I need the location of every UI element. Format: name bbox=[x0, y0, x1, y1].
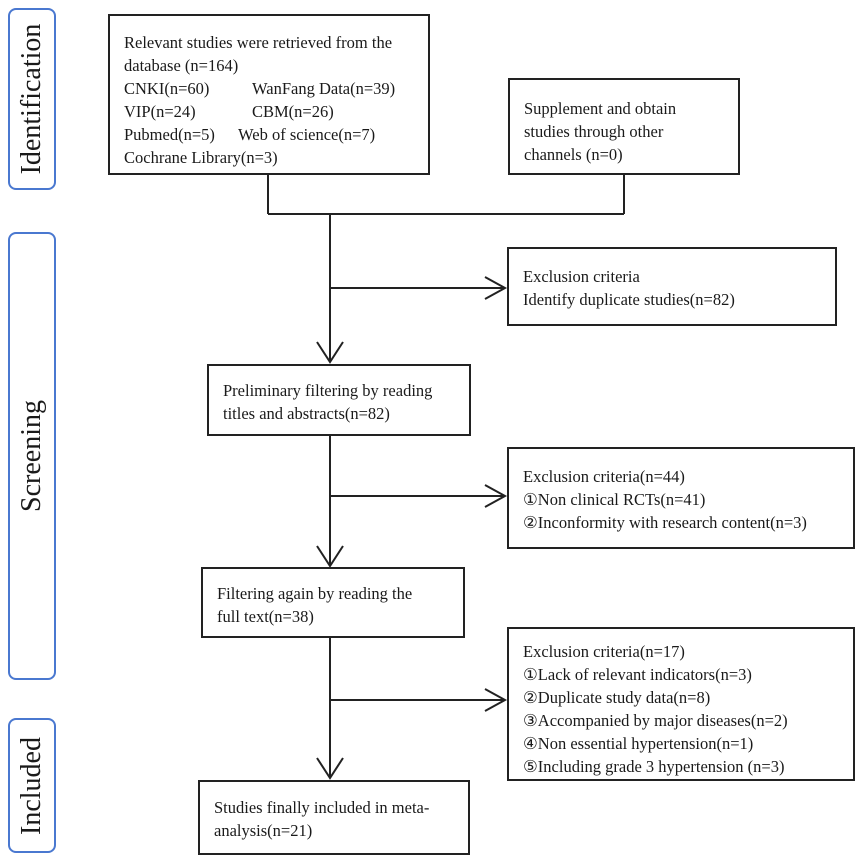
preliminary-filter-box: Preliminary filtering by reading titles … bbox=[207, 364, 471, 436]
exclusion3-item2: ②Duplicate study data(n=8) bbox=[523, 688, 711, 707]
supplement-line1: Supplement and obtain bbox=[524, 99, 677, 118]
source-vip: VIP(n=24) bbox=[124, 102, 196, 121]
arrowhead-to-exclusion3 bbox=[484, 688, 508, 712]
exclusion2-item2: ②Inconformity with research content(n=3) bbox=[523, 513, 807, 532]
stage-included: Included bbox=[8, 718, 56, 853]
arrowhead-to-exclusion1 bbox=[484, 276, 508, 300]
source-cbm: CBM(n=26) bbox=[252, 102, 334, 121]
database-row-vip-cbm: VIP(n=24) CBM(n=26) bbox=[124, 100, 414, 123]
exclusion2-title: Exclusion criteria(n=44) bbox=[523, 467, 685, 486]
final-line1: Studies finally included in meta- bbox=[214, 798, 430, 817]
arrowhead-to-preliminary bbox=[316, 341, 344, 364]
exclusion-box-3: Exclusion criteria(n=17) ①Lack of releva… bbox=[507, 627, 855, 781]
database-line2: database (n=164) bbox=[124, 56, 239, 75]
exclusion-box-1: Exclusion criteria Identify duplicate st… bbox=[507, 247, 837, 326]
stage-screening: Screening bbox=[8, 232, 56, 680]
source-wos: Web of science(n=7) bbox=[238, 125, 376, 144]
exclusion2-item1: ①Non clinical RCTs(n=41) bbox=[523, 490, 706, 509]
supplement-box: Supplement and obtain studies through ot… bbox=[508, 78, 740, 175]
fulltext-filter-box: Filtering again by reading the full text… bbox=[201, 567, 465, 638]
database-row-cnki-wanfang: CNKI(n=60) WanFang Data(n=39) bbox=[124, 77, 414, 100]
exclusion1-title: Exclusion criteria bbox=[523, 267, 640, 286]
supplement-line2: studies through other bbox=[524, 122, 664, 141]
preliminary-line1: Preliminary filtering by reading bbox=[223, 381, 433, 400]
exclusion1-item: Identify duplicate studies(n=82) bbox=[523, 290, 735, 309]
exclusion3-item1: ①Lack of relevant indicators(n=3) bbox=[523, 665, 752, 684]
fulltext-line2: full text(n=38) bbox=[217, 607, 314, 626]
arrowhead-to-exclusion2 bbox=[484, 484, 508, 508]
database-row-pubmed-wos: Pubmed(n=5) Web of science(n=7) bbox=[124, 123, 414, 146]
source-wanfang: WanFang Data(n=39) bbox=[252, 79, 396, 98]
source-cnki: CNKI(n=60) bbox=[124, 79, 210, 98]
supplement-line3: channels (n=0) bbox=[524, 145, 623, 164]
source-pubmed: Pubmed(n=5) bbox=[124, 125, 215, 144]
database-box: Relevant studies were retrieved from the… bbox=[108, 14, 430, 175]
source-cochrane: Cochrane Library(n=3) bbox=[124, 148, 278, 167]
arrowhead-to-final bbox=[316, 757, 344, 780]
database-line1: Relevant studies were retrieved from the bbox=[124, 33, 393, 52]
exclusion3-title: Exclusion criteria(n=17) bbox=[523, 642, 685, 661]
exclusion-box-2: Exclusion criteria(n=44) ①Non clinical R… bbox=[507, 447, 855, 549]
stage-identification: Identification bbox=[8, 8, 56, 190]
final-line2: analysis(n=21) bbox=[214, 821, 313, 840]
exclusion3-item4: ④Non essential hypertension(n=1) bbox=[523, 734, 754, 753]
exclusion3-item5: ⑤Including grade 3 hypertension (n=3) bbox=[523, 757, 785, 776]
arrowhead-to-fulltext bbox=[316, 545, 344, 568]
fulltext-line1: Filtering again by reading the bbox=[217, 584, 413, 603]
final-included-box: Studies finally included in meta- analys… bbox=[198, 780, 470, 855]
preliminary-line2: titles and abstracts(n=82) bbox=[223, 404, 390, 423]
exclusion3-item3: ③Accompanied by major diseases(n=2) bbox=[523, 711, 788, 730]
